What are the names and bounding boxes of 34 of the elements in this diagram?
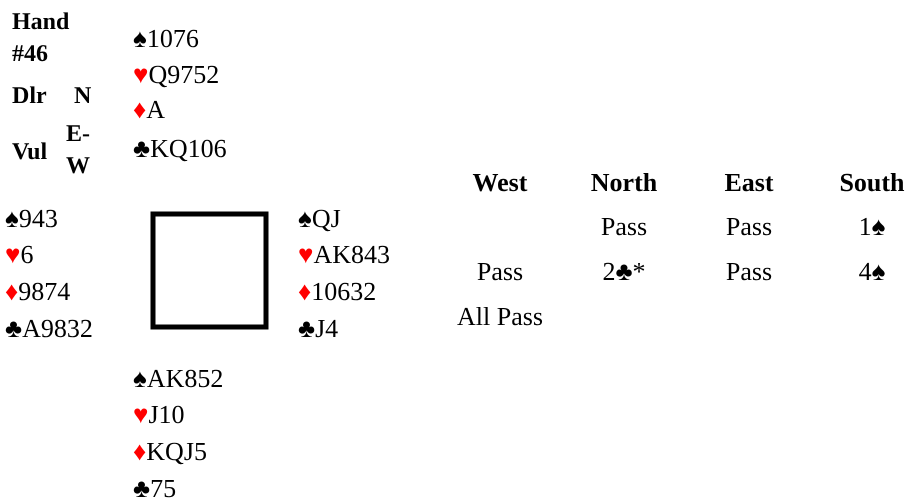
column-header: West	[472, 168, 528, 198]
card-holding: ♠AK852	[133, 364, 224, 394]
vulnerability-value: E-W	[66, 120, 91, 181]
dealer-label: Dlr	[12, 82, 47, 111]
bid: 4♠	[858, 257, 886, 287]
table-square	[150, 212, 268, 330]
bid: 2♣*	[601, 257, 647, 287]
card-holding: ♥Q9752	[133, 60, 220, 90]
column-header: East	[723, 168, 775, 198]
bid: 1♠	[858, 212, 886, 242]
bid: Pass	[600, 212, 648, 242]
column-header: North	[590, 168, 658, 198]
card-holding: ♣KQ106	[133, 134, 227, 164]
card-holding: ♦10632	[298, 277, 376, 307]
card-holding: ♥AK843	[298, 240, 390, 270]
card-holding: ♠QJ	[298, 204, 341, 234]
card-holding: ♣J4	[298, 314, 338, 344]
card-holding: ♣A9832	[5, 314, 93, 344]
card-holding: ♦A	[133, 95, 166, 125]
card-holding: ♦9874	[5, 277, 70, 307]
bid: Pass	[724, 212, 774, 242]
card-holding: ♦KQJ5	[133, 437, 207, 467]
card-holding: ♣75	[133, 474, 176, 503]
card-holding: ♥J10	[133, 400, 185, 430]
card-holding: ♠943	[5, 204, 58, 234]
bid: Pass	[476, 257, 524, 287]
card-holding: ♠1076	[133, 24, 199, 54]
card-holding: ♥6	[5, 240, 34, 270]
dealer-value: N	[74, 82, 92, 111]
board-number: Hand #46	[12, 8, 70, 69]
vulnerability-label: Vul	[12, 138, 48, 167]
bid: Pass	[724, 257, 774, 287]
bid: All Pass	[456, 302, 544, 332]
column-header: South	[838, 168, 906, 198]
